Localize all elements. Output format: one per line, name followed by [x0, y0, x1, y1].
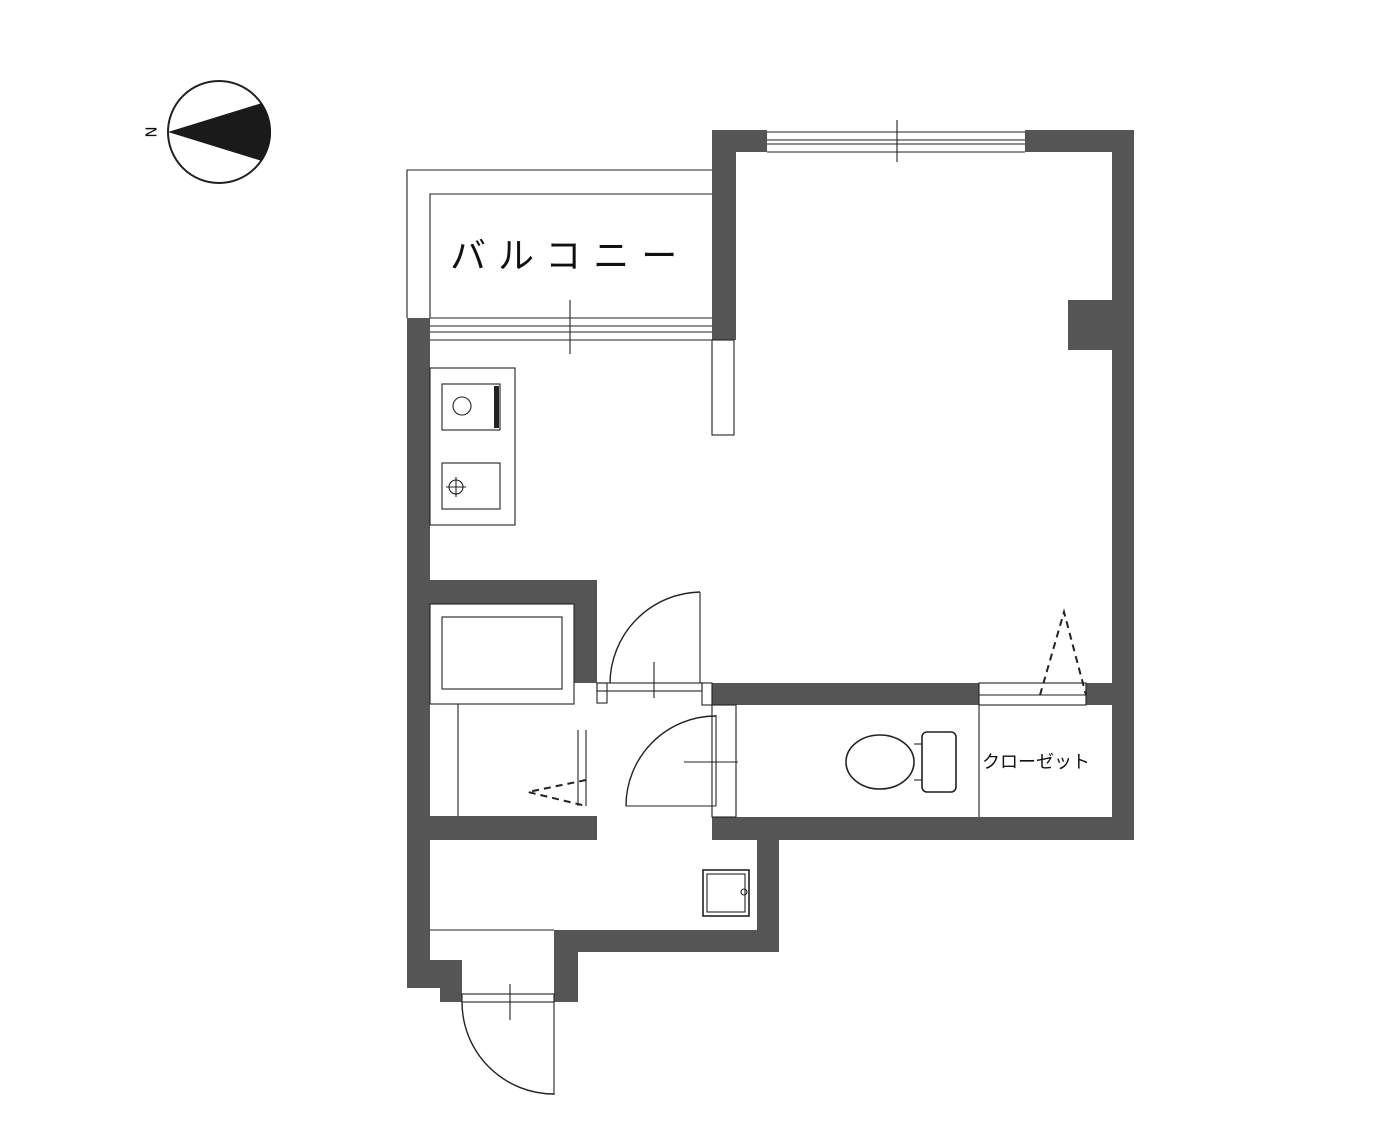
balcony-outline: [406, 169, 712, 318]
wall: [712, 817, 736, 840]
balcony: バルコニー: [406, 169, 712, 318]
bathtub: [429, 603, 575, 705]
stove: [441, 383, 501, 431]
toilet-tank: [921, 731, 957, 793]
wall: [407, 580, 597, 604]
compass: N: [143, 80, 272, 184]
kitchen-counter: [429, 367, 516, 526]
wall: [1086, 683, 1134, 705]
window-top: [767, 120, 1025, 162]
stove-knob-bar: [494, 386, 499, 428]
windows: [430, 120, 1025, 436]
wall: [554, 930, 779, 952]
bathtub-inner: [441, 616, 563, 690]
wall: [407, 960, 462, 1002]
wall: [407, 318, 430, 988]
bathroom: [429, 603, 587, 816]
walls: [407, 130, 1134, 1002]
shoe-cabinet: [702, 869, 750, 917]
door-toilet: [625, 682, 738, 818]
compass-north-label: N: [143, 126, 161, 137]
wall: [407, 816, 597, 840]
door-entrance: [461, 984, 555, 1095]
door-closet: [978, 608, 1087, 706]
balcony-inner: [429, 193, 712, 318]
window-balcony: [430, 300, 712, 354]
wall: [712, 683, 979, 705]
bath-folding-door: [527, 779, 587, 807]
sink: [441, 462, 501, 510]
wall: [1025, 130, 1134, 152]
compass-needle-icon: [168, 103, 272, 161]
wall: [1112, 130, 1134, 840]
door-main-room: [596, 591, 703, 704]
wall: [712, 817, 1134, 840]
burner-icon: [452, 396, 472, 416]
column: [1068, 300, 1116, 350]
partition: [711, 339, 735, 436]
wall: [757, 817, 779, 952]
wall: [554, 930, 578, 1002]
doors: [461, 591, 1087, 1095]
entrance: [430, 869, 750, 931]
toilet-bowl-icon: [845, 734, 915, 790]
closet-folding-door: [1039, 608, 1087, 696]
wall: [712, 130, 736, 340]
kitchen: [429, 367, 516, 526]
balcony-label: バルコニー: [450, 236, 689, 277]
toilet-room: クローゼット: [845, 705, 1090, 817]
closet-label: クローゼット: [982, 752, 1090, 773]
wall: [574, 580, 597, 683]
